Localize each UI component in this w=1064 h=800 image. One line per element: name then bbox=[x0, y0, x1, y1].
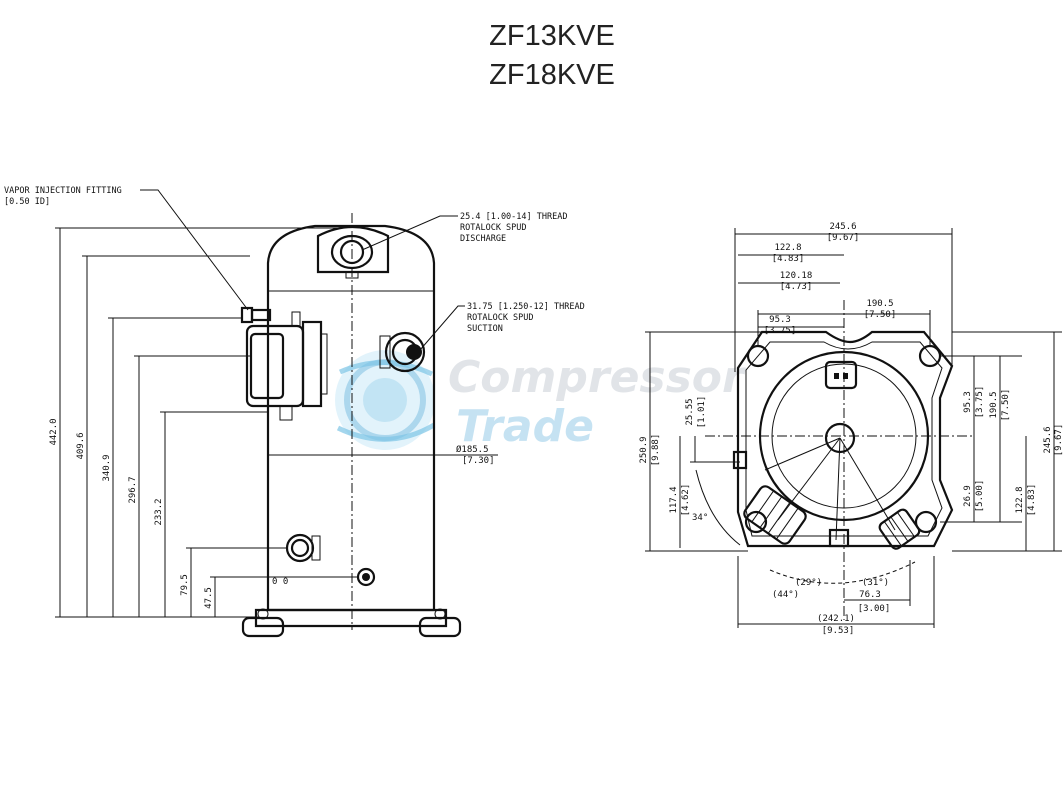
suction-callout-line3: SUCTION bbox=[467, 324, 503, 334]
left-dim-25-in: [1.01] bbox=[697, 396, 707, 429]
top-dim-122-mm: 122.8 bbox=[774, 243, 801, 253]
height-dimensions: 442.0 409.6 340.9 296.7 233.2 79.5 47.5 … bbox=[49, 227, 358, 618]
left-dim-250-mm: 250.9 bbox=[639, 436, 649, 463]
top-dim-122-in: [4.83] bbox=[772, 254, 805, 264]
left-dim-250-in: [9.88] bbox=[651, 434, 661, 467]
top-view: 245.6 [9.67] 122.8 [4.83] 120.18 [4.73] … bbox=[639, 222, 1064, 636]
height-47: 47.5 bbox=[204, 587, 214, 609]
vapor-callout-line2: [0.50 ID] bbox=[4, 197, 50, 207]
zero-marks: 0 0 bbox=[272, 577, 288, 587]
left-dim-117-in: [4.62] bbox=[681, 484, 691, 517]
top-dim-120-mm: 120.18 bbox=[780, 271, 813, 281]
diameter-mm: Ø185.5 bbox=[456, 444, 489, 455]
suction-callout-line2: ROTALOCK SPUD bbox=[467, 313, 534, 323]
suction-fitting bbox=[379, 331, 426, 373]
top-dim-95-mm: 95.3 bbox=[769, 315, 791, 325]
right-dim-245-in: [9.67] bbox=[1054, 424, 1064, 457]
oil-fitting bbox=[285, 533, 321, 563]
vapor-injection-callout: VAPOR INJECTION FITTING [0.50 ID] bbox=[4, 186, 249, 311]
discharge-callout: 25.4 [1.00-14] THREAD ROTALOCK SPUD DISC… bbox=[361, 212, 567, 251]
bottom-dim-76-in: [3.00] bbox=[858, 604, 891, 614]
right-dim-190-in: [7.50] bbox=[1001, 389, 1011, 422]
base-outline bbox=[736, 330, 954, 548]
suction-callout: 31.75 [1.250-12] THREAD ROTALOCK SPUD SU… bbox=[419, 302, 585, 351]
right-dim-245-mm: 245.6 bbox=[1043, 426, 1053, 453]
watermark-line2: Trade bbox=[456, 401, 594, 452]
right-dim-190-mm: 190.5 bbox=[989, 391, 999, 418]
top-oil-fitting bbox=[878, 508, 921, 550]
bottom-dim-76-mm: 76.3 bbox=[859, 590, 881, 600]
watermark: Compressor Trade bbox=[335, 350, 746, 452]
right-dim-122-in: [4.83] bbox=[1027, 484, 1037, 517]
right-dimensions: 95.3 [3.75] 190.5 [7.50] 245.6 [9.67] 26… bbox=[940, 331, 1064, 552]
height-442: 442.0 bbox=[49, 418, 59, 445]
vapor-injection-fitting bbox=[240, 306, 272, 324]
model-title-line1: ZF13KVE bbox=[489, 20, 615, 52]
height-296: 296.7 bbox=[128, 476, 138, 503]
top-dim-95-in: [3.75] bbox=[764, 326, 797, 336]
side-view: 442.0 409.6 340.9 296.7 233.2 79.5 47.5 … bbox=[4, 186, 585, 638]
top-dim-245-in: [9.67] bbox=[827, 233, 860, 243]
angle-34: 34° bbox=[692, 513, 708, 523]
shell-outline bbox=[266, 224, 436, 612]
height-79: 79.5 bbox=[180, 574, 190, 596]
angle-annotations: 34° (29°) (31°) (44°) bbox=[692, 469, 916, 600]
suction-callout-line1: 31.75 [1.250-12] THREAD bbox=[467, 302, 585, 312]
terminal-box bbox=[245, 311, 328, 421]
right-dim-26-in: [5.00] bbox=[975, 480, 985, 513]
left-dim-25-mm: 25.55 bbox=[685, 398, 695, 425]
height-340: 340.9 bbox=[102, 454, 112, 481]
top-dim-190-in: [7.50] bbox=[864, 310, 897, 320]
right-dim-95-mm: 95.3 bbox=[963, 391, 973, 413]
discharge-callout-line1: 25.4 [1.00-14] THREAD bbox=[460, 212, 567, 222]
top-dim-245-mm: 245.6 bbox=[829, 222, 856, 232]
top-suction-fitting bbox=[743, 485, 807, 545]
base-plate bbox=[241, 608, 462, 638]
diameter-in: [7.30] bbox=[462, 456, 495, 466]
right-dim-95-in: [3.75] bbox=[975, 386, 985, 419]
angle-29: (29°) bbox=[795, 578, 822, 588]
globe-icon bbox=[335, 350, 436, 450]
discharge-callout-line3: DISCHARGE bbox=[460, 234, 506, 244]
height-409: 409.6 bbox=[76, 432, 86, 459]
angle-31: (31°) bbox=[862, 578, 889, 588]
lower-port bbox=[356, 567, 376, 587]
bottom-dim-242-in: [9.53] bbox=[822, 626, 855, 636]
angle-44: (44°) bbox=[772, 590, 799, 600]
model-title-line2: ZF18KVE bbox=[489, 59, 615, 91]
right-dim-122-mm: 122.8 bbox=[1015, 486, 1025, 513]
watermark-line1: Compressor bbox=[448, 352, 746, 403]
bottom-dimensions: 76.3 [3.00] (242.1) [9.53] bbox=[737, 556, 935, 636]
right-dim-26-mm: 26.9 bbox=[963, 485, 973, 507]
top-dim-120-in: [4.73] bbox=[780, 282, 813, 292]
left-dimensions: 250.9 [9.88] 25.55 [1.01] 117.4 [4.62] bbox=[639, 331, 762, 552]
left-dim-117-mm: 117.4 bbox=[669, 486, 679, 513]
bottom-dim-242-mm: (242.1) bbox=[817, 614, 855, 624]
height-233: 233.2 bbox=[154, 498, 164, 525]
vapor-callout-line1: VAPOR INJECTION FITTING bbox=[4, 186, 122, 196]
top-dim-190-mm: 190.5 bbox=[866, 299, 893, 309]
top-dimensions: 245.6 [9.67] 122.8 [4.83] 120.18 [4.73] … bbox=[734, 222, 953, 372]
discharge-callout-line2: ROTALOCK SPUD bbox=[460, 223, 527, 233]
